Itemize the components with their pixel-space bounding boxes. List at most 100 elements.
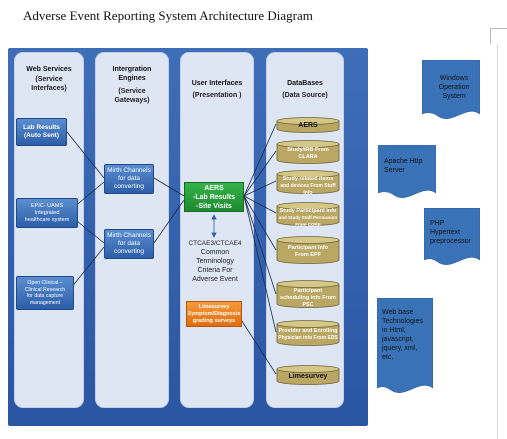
mirth-1-line3: converting: [114, 183, 144, 190]
aers-ui-line2: -Lab Results: [192, 193, 235, 201]
db-scheduling-psc-line2: scheduling info From PSC: [280, 295, 336, 308]
database-cylinder-icon: [276, 280, 340, 308]
epic-uams-line1: EPIC- UAMS: [30, 202, 64, 209]
integration-engines-title: Intergration Engines: [112, 66, 152, 82]
mirth-channel-box-1: Mirth Channels for data converting: [104, 164, 154, 194]
wave-shape-icon: [376, 297, 434, 393]
db-limesurvey: Limesurvey: [276, 365, 340, 385]
page-corner-tick: [490, 28, 491, 44]
open-clinical-service-box: Open Clinical – Clinical Research for da…: [16, 276, 74, 310]
ctcae-heading: CTCAE3/CTCAE4: [188, 240, 242, 247]
user-interfaces-subtitle: (Presentation ): [192, 92, 242, 99]
mirth-2-line1: Mirth Channels: [107, 232, 151, 239]
aers-ui-box: AERS -Lab Results -Site Visits: [184, 182, 244, 212]
db-aers: AERS: [276, 117, 340, 133]
limesurvey-ui-box: Limesurvey Symptom/Diagnosis grading sur…: [186, 301, 242, 327]
mirth-channel-box-2: Mirth Channels for data converting: [104, 229, 154, 259]
lab-results-service-box: Lab Results (Auto Sent): [16, 118, 67, 146]
ctcae-line3: Criteria For: [197, 267, 233, 274]
db-provider-eds-line2: Physician info From EDS: [278, 335, 338, 341]
web-services-title: Web Services: [26, 66, 72, 73]
page-edge-line: [497, 44, 498, 439]
open-clinical-line1: Open Clinical –: [27, 280, 63, 286]
open-clinical-line3: for data capture management: [26, 293, 64, 306]
page-corner-line: [490, 28, 507, 29]
user-interfaces-column: User Interfaces (Presentation ): [180, 52, 254, 408]
webtech-line4: javascript,: [382, 336, 414, 343]
db-aers-label: AERS: [298, 122, 318, 129]
user-interfaces-title: User Interfaces: [191, 80, 243, 87]
mirth-2-line3: converting: [114, 248, 144, 255]
databases-column: DataBases (Data Source): [266, 52, 344, 408]
integration-engines-subtitle: (Service Gateways): [114, 88, 150, 104]
webtech-line3: in Html,: [382, 327, 406, 334]
apache-server-flag: Apache Http Server: [377, 144, 437, 201]
windows-os-line2: Operation: [438, 84, 470, 91]
lab-results-line1: Lab Results: [23, 124, 60, 131]
ctcae-line1: Common: [200, 249, 230, 256]
windows-os-line3: System: [442, 93, 466, 100]
epic-uams-line2: Integrated: [34, 209, 60, 216]
php-line1: PHP: [430, 220, 445, 227]
ctcae-arrow: [211, 214, 217, 238]
database-cylinder-icon: [276, 117, 340, 133]
wave-shape-icon: [377, 144, 437, 198]
mirth-1-line1: Mirth Channels: [107, 167, 151, 174]
database-cylinder-icon: [276, 365, 340, 385]
limesurvey-ui-line3: grading surveys: [192, 317, 236, 324]
database-cylinder-icon: [276, 202, 340, 226]
webtech-line1: Web base: [382, 309, 414, 316]
db-limesurvey-label: Limesurvey: [288, 373, 328, 380]
windows-os-line1: Windows: [439, 75, 469, 82]
database-cylinder-icon: [276, 320, 340, 346]
web-technologies-flag: Web base Technologies in Html, javascrip…: [376, 297, 434, 396]
database-cylinder-icon: [276, 140, 340, 164]
epic-uams-line3: healthcare system: [24, 216, 70, 223]
database-cylinder-icon: [276, 170, 340, 194]
db-provider-eds-line1: Provider and Enrolling: [278, 328, 338, 334]
ctcae-label: CTCAE3/CTCAE4 Common Terminology Criteri…: [184, 239, 246, 284]
apache-line1: Apache Http: [384, 158, 423, 165]
php-flag: PHP Hypertext preprocessor: [423, 207, 481, 268]
db-participant-core-line2: and Study Staff Permission From CORE: [278, 215, 338, 227]
open-clinical-line2: Clinical Research: [24, 286, 66, 293]
db-study-irb-line1: Study/IRB From: [287, 147, 329, 153]
aers-ui-line1: AERS: [204, 184, 224, 192]
apache-line2: Server: [384, 167, 405, 174]
db-participant-epf-line1: Participant Info: [287, 245, 329, 251]
db-participant-core-line1: Study Participant Info: [279, 208, 337, 214]
web-services-subtitle: (Service Interfaces): [31, 76, 67, 92]
db-scheduling-psc-line1: Participant: [293, 288, 323, 294]
db-study-items-line1: Study related items: [282, 176, 334, 182]
database-cylinder-icon: [276, 236, 340, 264]
db-study-items-line2: and devices From Stuff Info: [280, 183, 336, 196]
aers-ui-line3: -Site Visits: [196, 202, 232, 210]
ctcae-line2: Terminology: [196, 258, 234, 265]
mirth-1-line2: for data: [117, 175, 141, 182]
limesurvey-ui-line1: Limesurvey: [198, 303, 230, 310]
webtech-line5: jquery, xml,: [382, 345, 418, 352]
epic-uams-service-box: EPIC- UAMS Integrated healthcare system: [16, 198, 78, 228]
webtech-line2: Technologies: [382, 318, 423, 325]
db-participant-core: Study Participant Info and Study Staff P…: [276, 202, 340, 227]
db-scheduling-psc: Participant scheduling info From PSC: [276, 280, 340, 308]
diagram-title: Adverse Event Reporting System Architect…: [23, 8, 313, 23]
mirth-2-line2: for data: [117, 240, 141, 247]
db-provider-eds: Provider and Enrolling Physician info Fr…: [276, 320, 340, 346]
db-participant-epf-line2: From EPF: [295, 252, 321, 258]
php-line3: preprocessor: [430, 238, 471, 245]
db-study-irb-line2: CLARA: [298, 154, 318, 160]
databases-title: DataBases: [287, 80, 323, 87]
db-participant-epf: Participant Info From EPF: [276, 236, 340, 264]
web-services-column: Web Services (Service Interfaces): [14, 52, 84, 408]
windows-os-flag: Windows Operation System: [421, 59, 481, 122]
db-study-items: Study related items and devices From Stu…: [276, 170, 340, 196]
php-line2: Hypertext: [430, 229, 460, 236]
webtech-line6: etc.: [382, 354, 394, 361]
ctcae-line4: Adverse Event: [192, 276, 238, 283]
wave-shape-icon: [423, 207, 481, 265]
wave-shape-icon: [421, 59, 481, 119]
lab-results-line2: (Auto Sent): [23, 132, 60, 139]
db-study-irb: Study/IRB From CLARA: [276, 140, 340, 164]
databases-subtitle: (Data Source): [282, 92, 328, 99]
